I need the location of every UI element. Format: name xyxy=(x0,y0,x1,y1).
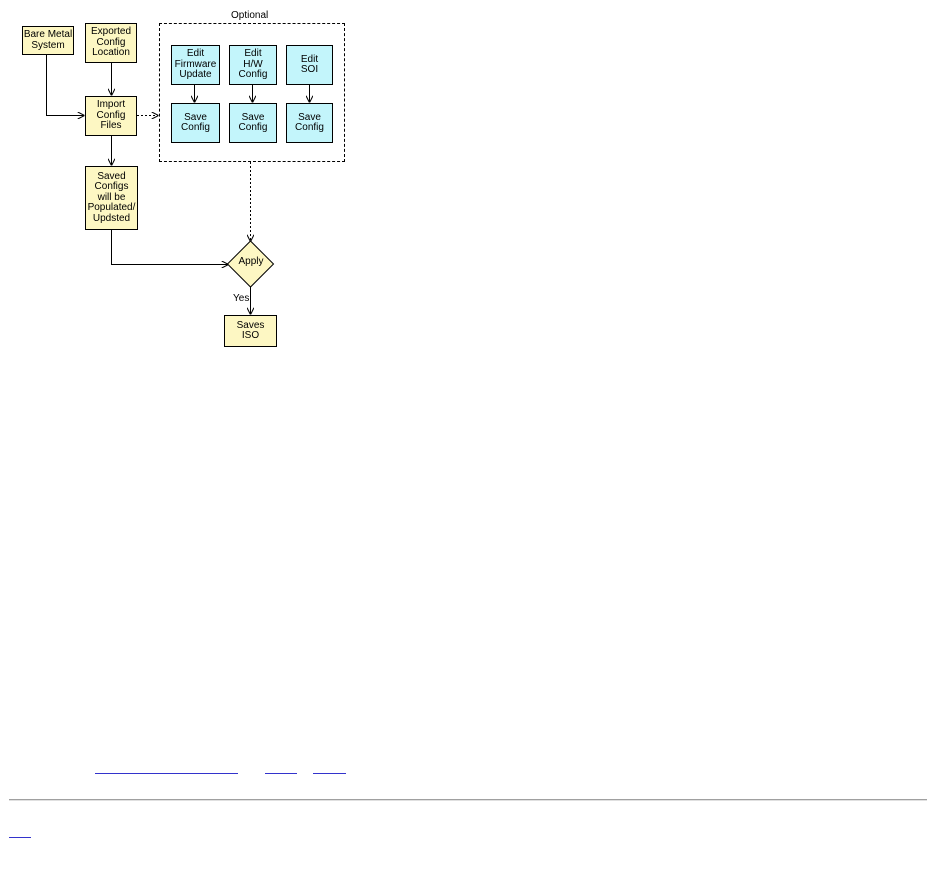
saved-line-5: Updsted xyxy=(92,212,131,224)
edge-saved-to-apply xyxy=(111,229,229,265)
edit-hw-line-1: Edit xyxy=(244,48,262,60)
exported-line-3: Location xyxy=(92,47,130,59)
horizontal-rule xyxy=(9,799,927,801)
save-config-1-line-1: Save xyxy=(184,111,207,123)
bare-metal-line-2: System xyxy=(31,39,65,51)
footer-link-1[interactable] xyxy=(95,760,238,774)
save-config-box-3: Save Config xyxy=(286,103,333,143)
saves-iso-line-2: ISO xyxy=(241,330,260,341)
import-line-1: Import xyxy=(96,99,126,111)
bare-metal-line-1: Bare Metal xyxy=(23,29,73,40)
edge-baremetal-to-import xyxy=(46,54,85,116)
saved-line-4: Populated/ xyxy=(87,202,136,214)
saved-line-3: will be xyxy=(97,191,126,203)
exported-config-location-box: Exported Config Location xyxy=(85,23,137,63)
optional-group-frame xyxy=(159,23,345,162)
edit-soi-line-2: SOI xyxy=(300,64,319,75)
footer-link-3[interactable] xyxy=(313,760,346,774)
edit-hw-line-3: Config xyxy=(238,69,268,81)
footer-link-2[interactable] xyxy=(265,760,297,774)
exported-line-1: Exported xyxy=(90,26,132,38)
import-config-files-box: Import Config Files xyxy=(85,96,137,136)
save-config-2-line-1: Save xyxy=(241,111,265,123)
saved-configs-box: Saved Configs will be Populated/ Updsted xyxy=(85,166,138,230)
optional-group-label: Optional xyxy=(231,10,269,21)
import-line-2: Config xyxy=(96,109,126,121)
edit-firmware-line-2: Firmware xyxy=(174,58,217,70)
bare-metal-system-box: Bare Metal System xyxy=(22,26,74,55)
save-config-2-line-2: Config xyxy=(238,122,268,133)
back-to-top-link[interactable] xyxy=(9,824,31,838)
save-config-3-line-1: Save xyxy=(298,111,321,123)
save-config-3-line-2: Config xyxy=(295,122,324,133)
edit-firmware-update-box: Edit Firmware Update xyxy=(171,45,220,85)
edit-soi-box: Edit SOI xyxy=(286,45,333,85)
edit-firmware-line-3: Update xyxy=(179,69,212,81)
save-config-box-2: Save Config xyxy=(229,103,277,143)
saved-line-1: Saved xyxy=(97,170,126,182)
apply-decision-diamond xyxy=(226,240,275,288)
edit-hw-config-box: Edit H/W Config xyxy=(229,45,277,85)
saves-iso-box: Saves ISO xyxy=(224,315,277,347)
saves-iso-line-1: Saves xyxy=(236,319,265,331)
exported-line-2: Config xyxy=(96,36,126,48)
yes-label: Yes xyxy=(233,293,250,304)
edit-hw-line-2: H/W xyxy=(243,58,263,70)
save-config-box-1: Save Config xyxy=(171,103,220,143)
save-config-1-line-2: Config xyxy=(181,122,210,133)
edit-firmware-line-1: Edit xyxy=(186,48,205,60)
import-line-3: Files xyxy=(100,120,122,132)
saved-line-2: Configs xyxy=(94,181,129,193)
edit-soi-line-1: Edit xyxy=(300,53,319,65)
apply-label: Apply xyxy=(238,256,264,267)
